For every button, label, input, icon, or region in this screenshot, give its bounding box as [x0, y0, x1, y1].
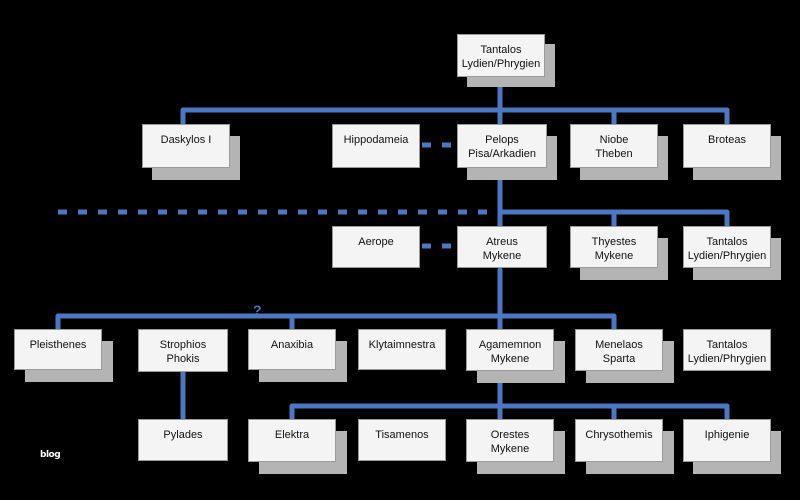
node-name: Pelops: [485, 134, 519, 146]
watermark-text: blog: [40, 450, 61, 460]
node-atreus[interactable]: Atreus Mykene: [457, 226, 547, 268]
node-name: Elektra: [274, 429, 310, 441]
node-place: Lydien/Phrygien: [687, 250, 767, 262]
node-aerope[interactable]: Aerope: [332, 226, 420, 268]
node-agamemnon[interactable]: Agamemnon Mykene: [466, 329, 554, 371]
node-name: Tantalos: [480, 44, 522, 56]
node-hippodameia[interactable]: Hippodameia: [332, 124, 420, 168]
node-name: Orestes: [490, 429, 530, 441]
node-place: Theben: [595, 148, 633, 160]
node-thyestes[interactable]: Thyestes Mykene: [570, 226, 658, 268]
link-agamemnon-children: [289, 369, 730, 421]
node-tantalos-top[interactable]: Tantalos Lydien/Phrygien: [457, 34, 545, 77]
node-name: Iphigenie: [704, 429, 750, 441]
node-place: Mykene: [482, 250, 522, 262]
node-name: Menelaos: [595, 339, 643, 351]
node-place: Pisa/Arkadien: [468, 148, 536, 160]
node-strophios[interactable]: Strophios Phokis: [138, 329, 228, 372]
node-pelops[interactable]: Pelops Pisa/Arkadien: [457, 124, 547, 168]
node-elektra[interactable]: Elektra: [248, 419, 336, 462]
node-name: Klytaimnestra: [368, 339, 436, 351]
node-tantalos-2[interactable]: Tantalos Lydien/Phrygien: [683, 226, 771, 268]
node-name: Thyestes: [591, 236, 637, 248]
link-pelops-children: [497, 177, 730, 230]
node-name: Agamemnon: [478, 339, 542, 351]
node-orestes[interactable]: Orestes Mykene: [466, 419, 554, 462]
node-place: Mykene: [490, 353, 530, 365]
node-name: Niobe: [599, 134, 629, 146]
node-iphigenie[interactable]: Iphigenie: [683, 419, 771, 462]
node-place: Phokis: [166, 353, 200, 365]
node-place: Mykene: [490, 443, 530, 455]
uncertainty-question-mark: ?: [253, 302, 262, 318]
node-name: Atreus: [486, 236, 518, 248]
node-place: Sparta: [602, 353, 636, 365]
node-klytaimnestra[interactable]: Klytaimnestra: [358, 329, 446, 370]
node-place: Lydien/Phrygien: [687, 353, 767, 365]
node-chrysothemis[interactable]: Chrysothemis: [575, 419, 663, 462]
node-name: Tantalos: [706, 339, 748, 351]
node-name: Tisamenos: [375, 429, 429, 441]
node-broteas[interactable]: Broteas: [683, 124, 771, 168]
node-niobe[interactable]: Niobe Theben: [570, 124, 658, 168]
node-name: Aerope: [358, 236, 394, 248]
link-atreus-children: [55, 267, 617, 333]
node-place: Mykene: [594, 250, 634, 262]
node-name: Chrysothemis: [585, 429, 653, 441]
node-name: Daskylos I: [160, 134, 212, 146]
node-anaxibia[interactable]: Anaxibia: [248, 329, 336, 370]
node-name: Pylades: [163, 429, 203, 441]
node-tantalos-3[interactable]: Tantalos Lydien/Phrygien: [683, 329, 771, 371]
node-menelaos[interactable]: Menelaos Sparta: [575, 329, 663, 371]
node-name: Strophios: [159, 339, 207, 351]
node-place: Lydien/Phrygien: [461, 58, 541, 70]
link-tantalos-children: [180, 75, 730, 126]
node-name: Pleisthenes: [29, 339, 87, 351]
node-name: Anaxibia: [270, 339, 314, 351]
node-pylades[interactable]: Pylades: [138, 419, 228, 461]
node-name: Broteas: [708, 134, 746, 146]
node-name: Hippodameia: [343, 134, 409, 146]
node-daskylos[interactable]: Daskylos I: [142, 124, 230, 168]
node-pleisthenes[interactable]: Pleisthenes: [14, 329, 102, 370]
node-tisamenos[interactable]: Tisamenos: [358, 419, 446, 461]
node-name: Tantalos: [706, 236, 748, 248]
